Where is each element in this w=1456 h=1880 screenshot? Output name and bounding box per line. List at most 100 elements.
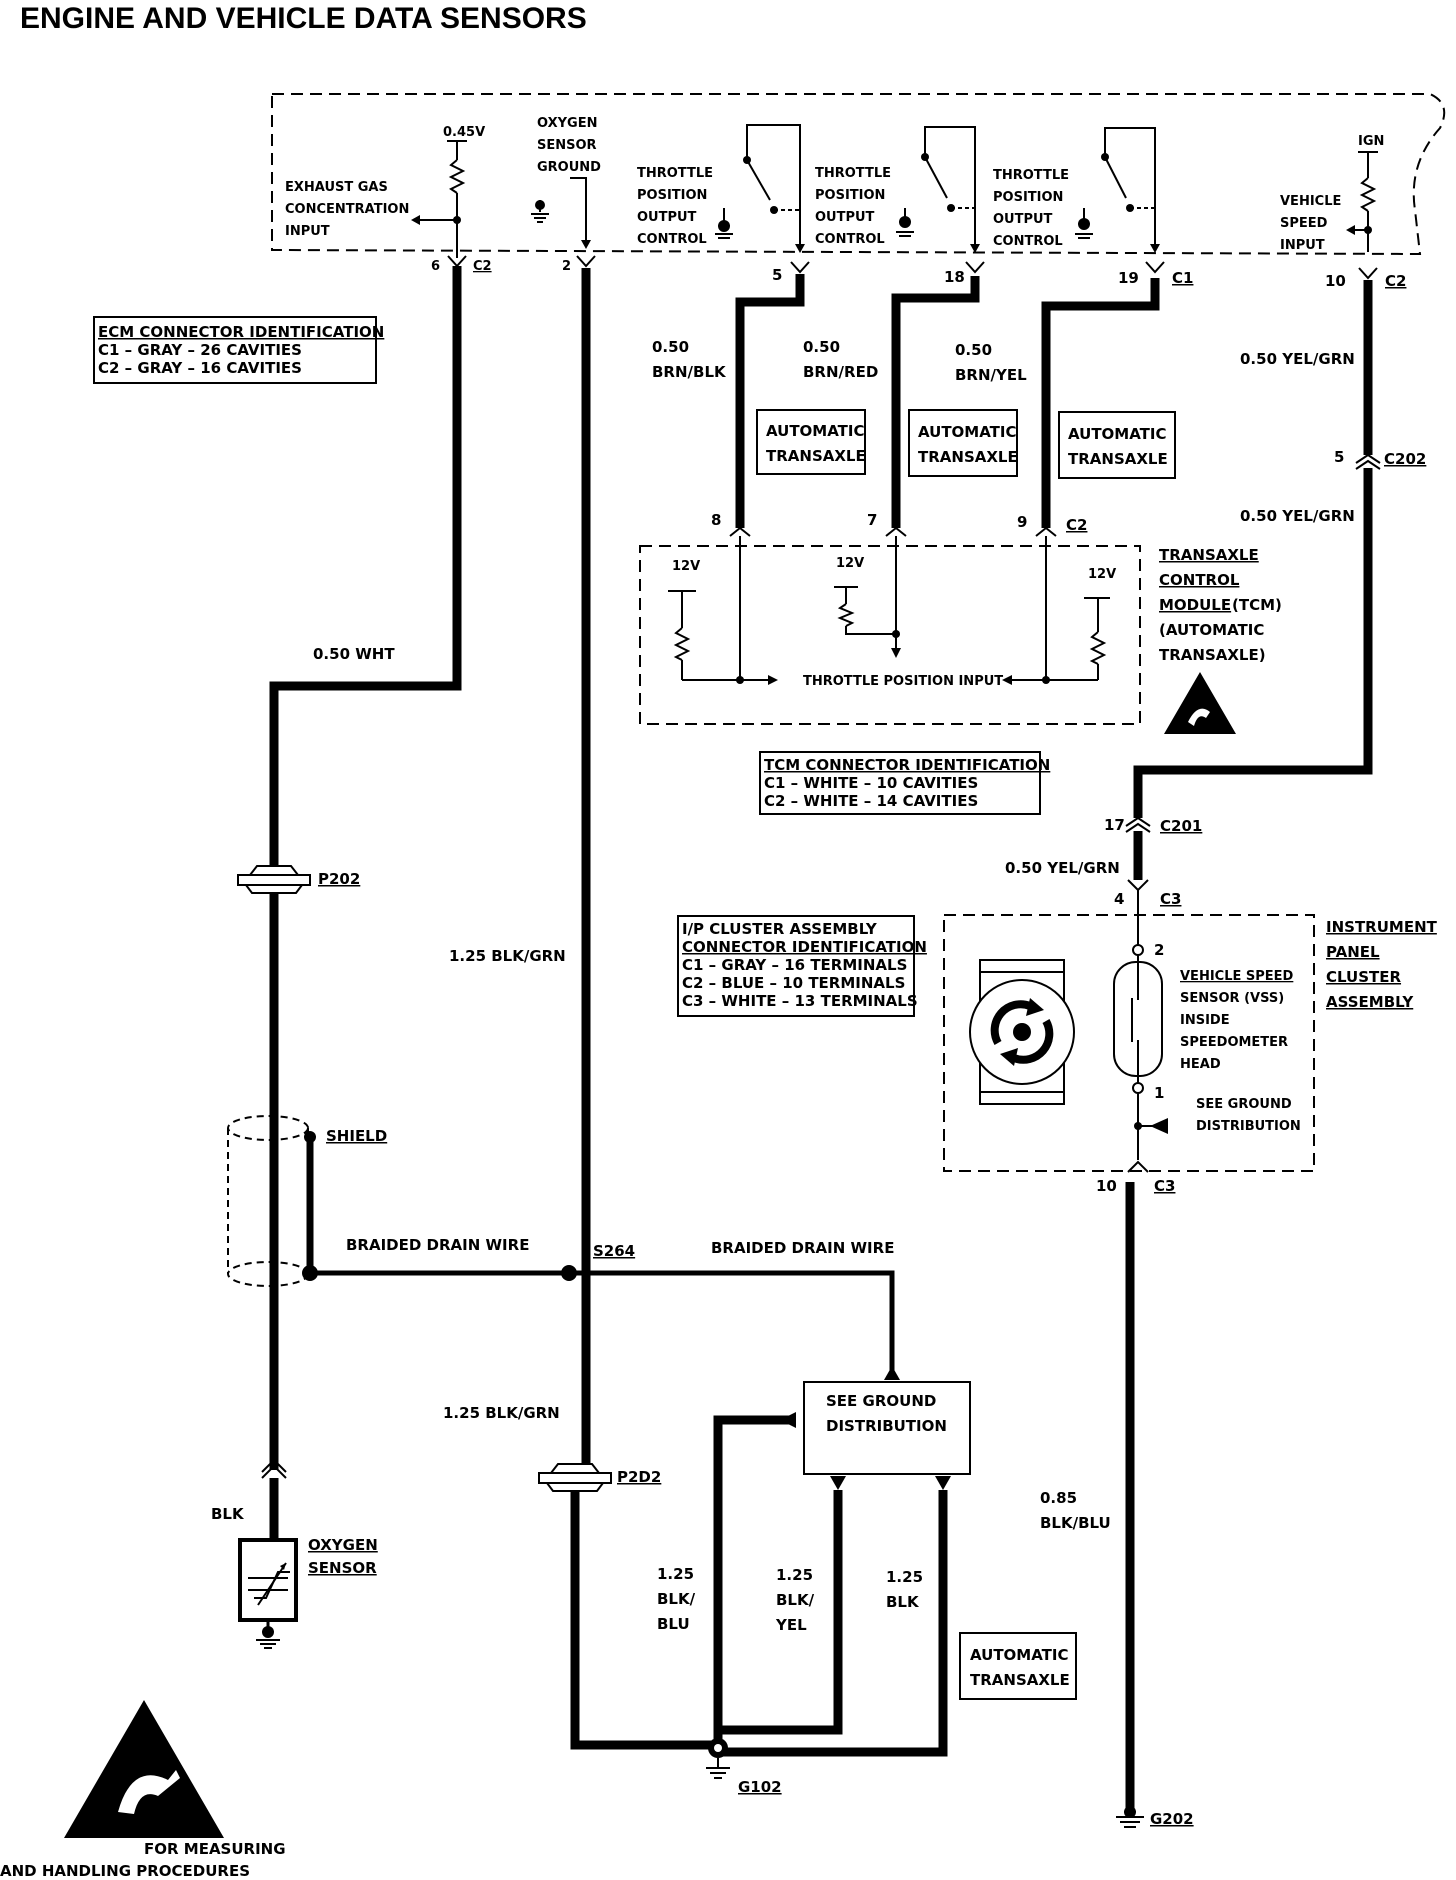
tcm-pin-7: 7 bbox=[867, 511, 877, 529]
wire-yelgrn-label-3: 0.50 YEL/GRN bbox=[1005, 859, 1120, 877]
c202-label: C202 bbox=[1384, 450, 1426, 468]
svg-text:TRANSAXLE: TRANSAXLE bbox=[970, 1671, 1070, 1689]
tcm-id-c2: C2 – WHITE – 14 CAVITIES bbox=[764, 792, 978, 810]
svg-text:OUTPUT: OUTPUT bbox=[637, 210, 697, 225]
tcm-c2: C2 bbox=[1066, 516, 1087, 534]
ground-distribution-box bbox=[803, 1381, 971, 1475]
tcm-pin-8: 8 bbox=[711, 511, 721, 529]
svg-text:HEAD: HEAD bbox=[1180, 1057, 1221, 1072]
page-title: ENGINE AND VEHICLE DATA SENSORS bbox=[20, 2, 587, 35]
svg-text:CONTROL: CONTROL bbox=[1159, 571, 1240, 589]
wire-blkgrn-label-1: 1.25 BLK/GRN bbox=[449, 947, 566, 965]
wire-brnred-label: 0.50 BRN/RED bbox=[803, 338, 878, 381]
shield-cylinder bbox=[227, 1115, 309, 1287]
esd-warning-icon-small bbox=[1164, 672, 1236, 734]
ecm-tp-label-2: THROTTLE POSITION OUTPUT CONTROL bbox=[815, 166, 891, 247]
ecm-c2-b: C2 bbox=[1385, 272, 1406, 290]
svg-text:AUTOMATIC: AUTOMATIC bbox=[1068, 425, 1167, 443]
ecm-id-title: ECM CONNECTOR IDENTIFICATION bbox=[98, 323, 384, 341]
wire-1-25-blk-yel bbox=[722, 1490, 843, 1735]
tcm-pin-9: 9 bbox=[1017, 513, 1027, 531]
svg-text:0.50: 0.50 bbox=[955, 341, 992, 359]
svg-text:OXYGEN: OXYGEN bbox=[537, 116, 597, 131]
wire-blk125-label: 1.25 BLK bbox=[886, 1568, 923, 1611]
g202-label: G202 bbox=[1150, 1810, 1194, 1828]
svg-text:SENSOR (VSS): SENSOR (VSS) bbox=[1180, 991, 1284, 1006]
tcm-tp-input-label: THROTTLE POSITION INPUT bbox=[803, 674, 1003, 689]
esd-label: FOR MEASURING AND HANDLING PROCEDURES bbox=[0, 1840, 286, 1880]
ecm-tp-label-3: THROTTLE POSITION OUTPUT CONTROL bbox=[993, 168, 1069, 249]
svg-text:SENSOR: SENSOR bbox=[537, 138, 597, 153]
ipc-id-l0: I/P CLUSTER ASSEMBLY bbox=[682, 920, 878, 938]
ecm-ign-label: IGN bbox=[1358, 134, 1384, 149]
wire-0-50-brn-blk bbox=[735, 274, 805, 528]
wire-0-50-brn-red bbox=[891, 276, 980, 528]
tcm-12v-3: 12V bbox=[1088, 567, 1116, 582]
svg-text:ASSEMBLY: ASSEMBLY bbox=[1326, 993, 1414, 1011]
p202-connector-a bbox=[237, 865, 311, 894]
svg-text:BLK/: BLK/ bbox=[657, 1590, 696, 1608]
svg-text:BRN/RED: BRN/RED bbox=[803, 363, 878, 381]
svg-text:DISTRIBUTION: DISTRIBUTION bbox=[826, 1417, 947, 1435]
svg-text:0.50: 0.50 bbox=[652, 338, 689, 356]
ecm-connector-id-box bbox=[93, 316, 377, 384]
wire-blkyel-label: 1.25 BLK/ YEL bbox=[775, 1566, 815, 1634]
oxygen-sensor bbox=[238, 1538, 298, 1649]
s264-label: S264 bbox=[593, 1242, 635, 1260]
g102-ground bbox=[706, 1738, 730, 1779]
svg-text:GROUND: GROUND bbox=[537, 160, 601, 175]
tcm-id-c1: C1 – WHITE – 10 CAVITIES bbox=[764, 774, 978, 792]
svg-text:YEL: YEL bbox=[775, 1616, 807, 1634]
svg-text:SEE GROUND: SEE GROUND bbox=[826, 1392, 936, 1410]
ecm-pin-2: 2 bbox=[562, 259, 571, 274]
svg-text:VEHICLE SPEED: VEHICLE SPEED bbox=[1180, 969, 1294, 984]
svg-text:THROTTLE: THROTTLE bbox=[993, 168, 1069, 183]
ipc-c3-out: C3 bbox=[1154, 1177, 1175, 1195]
auto-transaxle-box-2 bbox=[908, 409, 1018, 477]
svg-text:BLU: BLU bbox=[657, 1615, 690, 1633]
svg-text:TRANSAXLE: TRANSAXLE bbox=[918, 448, 1018, 466]
ipc-pin-4: 4 bbox=[1114, 890, 1124, 908]
ipc-terminal-2: 2 bbox=[1154, 941, 1164, 959]
ipc-id-c3: C3 – WHITE – 13 TERMINALS bbox=[682, 992, 918, 1010]
svg-text:INSIDE: INSIDE bbox=[1180, 1013, 1230, 1028]
p202-connector-b bbox=[538, 1463, 612, 1492]
svg-text:DISTRIBUTION: DISTRIBUTION bbox=[1196, 1119, 1301, 1134]
c201-label: C201 bbox=[1160, 817, 1202, 835]
auto-transaxle-box-1 bbox=[756, 409, 866, 475]
svg-text:CLUSTER: CLUSTER bbox=[1326, 968, 1401, 986]
wire-blkblu085-label: 0.85 BLK/BLU bbox=[1040, 1489, 1111, 1532]
ecm-pin-18: 18 bbox=[944, 268, 965, 286]
ipc-pin-10: 10 bbox=[1096, 1177, 1117, 1195]
p202-label-b: P2D2 bbox=[617, 1468, 661, 1486]
svg-text:THROTTLE: THROTTLE bbox=[637, 166, 713, 181]
ecm-pin-5: 5 bbox=[772, 266, 782, 284]
ipc-see-ground-label: SEE GROUND DISTRIBUTION bbox=[1196, 1097, 1301, 1134]
tcm-12v-2: 12V bbox=[836, 556, 864, 571]
ecm-c2-a: C2 bbox=[473, 259, 492, 274]
svg-text:POSITION: POSITION bbox=[815, 188, 885, 203]
wire-1-25-blk bbox=[722, 1490, 948, 1757]
svg-text:CONTROL: CONTROL bbox=[637, 232, 707, 247]
ecm-egc-label: EXHAUST GAS CONCENTRATION INPUT bbox=[285, 180, 409, 239]
g102-label: G102 bbox=[738, 1778, 782, 1796]
ipc-connector-id-box bbox=[677, 915, 915, 1017]
svg-text:AUTOMATIC: AUTOMATIC bbox=[918, 423, 1017, 441]
svg-text:1.25: 1.25 bbox=[657, 1565, 694, 1583]
tcm-id-title: TCM CONNECTOR IDENTIFICATION bbox=[764, 756, 1050, 774]
svg-text:INSTRUMENT: INSTRUMENT bbox=[1326, 918, 1438, 936]
wire-blkblu-label: 1.25 BLK/ BLU bbox=[657, 1565, 696, 1633]
vss-label: VEHICLE SPEED SENSOR (VSS) INSIDE SPEEDO… bbox=[1180, 969, 1294, 1072]
auto-transaxle-box-4 bbox=[959, 1632, 1077, 1700]
wire-blk-label: BLK bbox=[211, 1505, 245, 1523]
ecm-vss-label: VEHICLE SPEED INPUT bbox=[1280, 194, 1341, 253]
svg-text:BLK/: BLK/ bbox=[776, 1591, 815, 1609]
ecm-o2-ground-label: OXYGEN SENSOR GROUND bbox=[537, 116, 601, 175]
svg-text:TRANSAXLE: TRANSAXLE bbox=[766, 447, 866, 465]
wire-brnblk-label: 0.50 BRN/BLK bbox=[652, 338, 727, 381]
ipc-terminal-1: 1 bbox=[1154, 1084, 1164, 1102]
tcm-label: TRANSAXLE CONTROL MODULE (TCM) (AUTOMATI… bbox=[1159, 546, 1282, 664]
ground-distribution-label: SEE GROUND DISTRIBUTION bbox=[826, 1392, 947, 1435]
oxygen-sensor-label: OXYGEN SENSOR bbox=[308, 1536, 378, 1577]
